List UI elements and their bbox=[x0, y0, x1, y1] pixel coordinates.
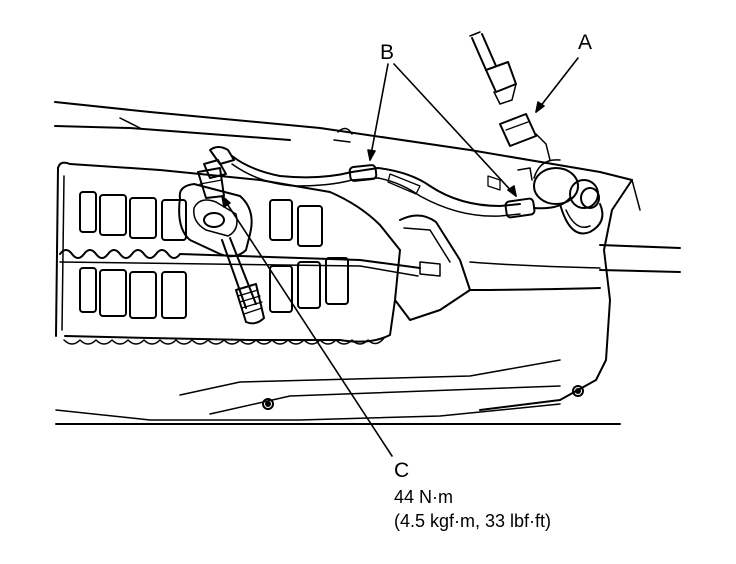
connector-a bbox=[469, 31, 551, 161]
catalytic-converter bbox=[55, 161, 601, 345]
callout-c: C bbox=[394, 459, 410, 482]
leader-lines bbox=[221, 57, 579, 457]
leader-b-left bbox=[369, 63, 389, 161]
floor-bolt-hole bbox=[572, 385, 584, 397]
leader-a bbox=[535, 57, 579, 113]
leader-c bbox=[221, 195, 393, 457]
torque-imperial: (4.5 kgf·m, 33 lbf·ft) bbox=[394, 511, 552, 531]
sensor-harness bbox=[231, 155, 571, 219]
harness-clip bbox=[504, 197, 536, 219]
harness-grommet bbox=[517, 159, 604, 235]
exhaust-stud bbox=[235, 283, 265, 325]
oxygen-sensor bbox=[197, 146, 235, 199]
callout-b: B bbox=[380, 41, 395, 64]
floor-bolt-hole bbox=[262, 398, 274, 410]
sensor-flange bbox=[178, 183, 265, 325]
floor-panel bbox=[54, 101, 681, 425]
callout-a: A bbox=[578, 31, 593, 54]
torque-metric: 44 N·m bbox=[394, 487, 454, 507]
leader-b-right bbox=[393, 63, 517, 197]
harness-clip bbox=[348, 164, 378, 182]
